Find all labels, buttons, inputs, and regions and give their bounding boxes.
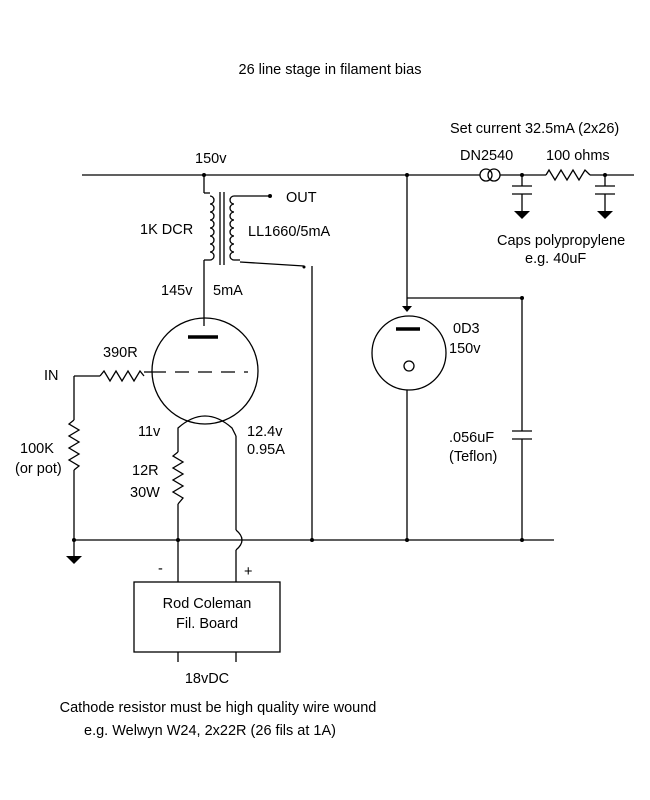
grid-stopper-resistor-390r bbox=[74, 369, 152, 383]
bypass-cap-type-label: (Teflon) bbox=[449, 449, 497, 465]
filament-plus-lead bbox=[235, 436, 243, 582]
ground-icon bbox=[597, 211, 613, 219]
board-name-line-2: Fil. Board bbox=[176, 616, 238, 632]
filament-plus-voltage-label: 12.4v bbox=[247, 424, 283, 440]
anode-voltage-label: 145v bbox=[161, 283, 193, 299]
note-line-1: Cathode resistor must be high quality wi… bbox=[60, 700, 377, 716]
ground-icon bbox=[514, 211, 530, 219]
out-label: OUT bbox=[286, 190, 317, 206]
supply-voltage-label: 150v bbox=[195, 151, 227, 167]
grid-leak-alt-label: (or pot) bbox=[15, 461, 62, 477]
ground-connection bbox=[66, 538, 82, 564]
choke-dcr-label: 1K DCR bbox=[140, 222, 193, 238]
supply-resistor-100-ohms bbox=[545, 168, 591, 182]
ccs-device-label: DN2540 bbox=[460, 148, 513, 164]
note-line-2: e.g. Welwyn W24, 2x22R (26 fils at 1A) bbox=[84, 723, 336, 739]
bypass-cap-value-label: .056uF bbox=[449, 430, 494, 446]
anode-current-label: 5mA bbox=[213, 283, 243, 299]
supply-capacitor-1 bbox=[512, 173, 532, 219]
regulator-voltage-label: 150v bbox=[449, 341, 481, 357]
filament-minus-voltage-label: 11v bbox=[138, 424, 161, 440]
ground-icon bbox=[66, 556, 82, 564]
supply-capacitor-2 bbox=[595, 173, 615, 219]
regulator-tube-0d3 bbox=[371, 173, 524, 540]
cathode-resistor-value-label: 12R bbox=[132, 463, 159, 479]
minus-terminal-label: - bbox=[158, 561, 163, 577]
bypass-capacitor-teflon bbox=[512, 298, 532, 540]
grid-stopper-label: 390R bbox=[103, 345, 138, 361]
ccs-dn2540-symbol bbox=[479, 168, 501, 182]
caps-note-line-2: e.g. 40uF bbox=[525, 251, 586, 267]
cathode-resistor-power-label: 30W bbox=[130, 485, 160, 501]
filament-current-label: 0.95A bbox=[247, 442, 285, 458]
plate-choke-ll1660 bbox=[202, 173, 313, 540]
plus-terminal-label: + bbox=[244, 564, 252, 580]
board-name-line-1: Rod Coleman bbox=[163, 596, 252, 612]
regulator-tube-label: 0D3 bbox=[453, 321, 480, 337]
caps-note-line-1: Caps polypropylene bbox=[497, 233, 625, 249]
cathode-resistor-12r bbox=[171, 436, 185, 582]
choke-part-label: LL1660/5mA bbox=[248, 224, 331, 240]
grid-leak-resistor-100k bbox=[67, 376, 81, 540]
supply-resistor-label: 100 ohms bbox=[546, 148, 610, 164]
grid-leak-value-label: 100K bbox=[20, 441, 54, 457]
diagram-title: 26 line stage in filament bias bbox=[239, 62, 422, 78]
board-supply-label: 18vDC bbox=[185, 671, 229, 687]
triode-26-tube bbox=[151, 317, 259, 437]
filament-board-box bbox=[133, 581, 281, 653]
input-label: IN bbox=[44, 368, 59, 384]
set-current-label: Set current 32.5mA (2x26) bbox=[450, 121, 619, 137]
